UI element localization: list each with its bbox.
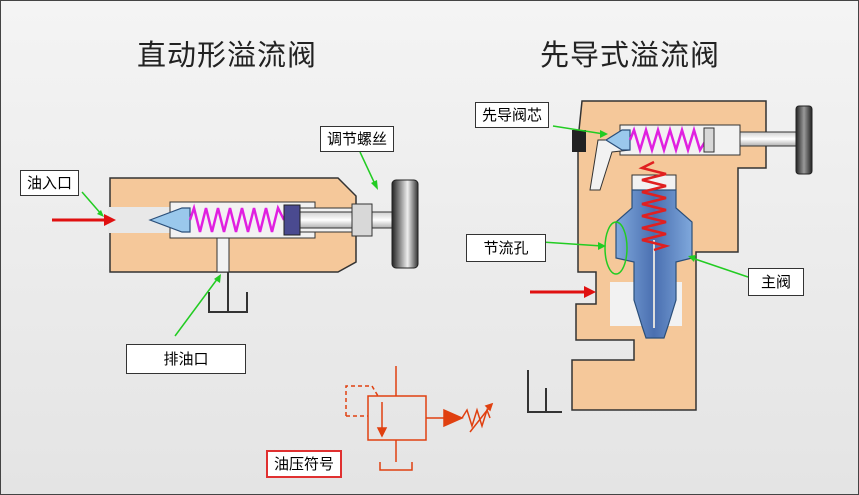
spring [188,203,286,233]
label-symbol: 油压符号 [266,450,343,478]
plug [572,130,586,152]
throttle-hole-marker [604,221,628,275]
label-adjust-screw: 调节螺丝 [320,126,395,152]
main-spring [638,160,671,252]
label-drain: 排油口 [126,344,246,374]
relief-valve-symbol [345,366,494,471]
adjust-knob [391,179,419,269]
adjust-screw-rod [299,211,393,229]
label-inlet: 油入口 [20,170,80,196]
label-throttle-hole: 节流孔 [466,234,546,262]
label-main-valve: 主阀 [748,268,804,296]
pilot-spring [628,125,708,155]
tank-symbol-right [527,370,562,413]
title-direct-relief-valve: 直动形溢流阀 [137,38,318,72]
spring-seat [283,204,301,236]
pilot-knob [795,105,813,175]
lock-nut [351,203,373,237]
title-pilot-relief-valve: 先导式溢流阀 [540,38,721,72]
label-pilot-core: 先导阀芯 [475,102,550,128]
pilot-rod [739,131,803,147]
